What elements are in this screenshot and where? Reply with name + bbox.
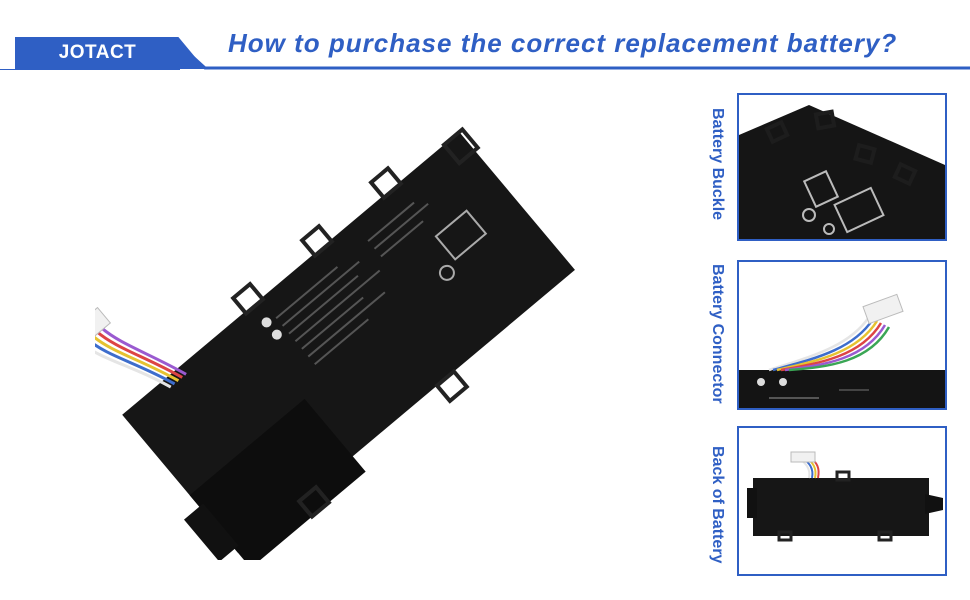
detail-label-connector: Battery Connector	[709, 264, 726, 404]
battery-back-photo	[737, 426, 947, 576]
detail-label-buckle: Battery Buckle	[709, 108, 726, 221]
header-banner: JOTACT How to purchase the correct repla…	[0, 0, 970, 70]
laptop-battery-photo	[62, 100, 615, 569]
brand-badge: JOTACT	[15, 37, 205, 69]
battery-connector-photo	[737, 260, 947, 410]
brand-name: JOTACT	[58, 42, 137, 63]
battery-buckle-photo	[737, 93, 947, 241]
page-title: How to purchase the correct replacement …	[228, 28, 898, 58]
detail-label-back: Back of Battery	[709, 446, 726, 564]
